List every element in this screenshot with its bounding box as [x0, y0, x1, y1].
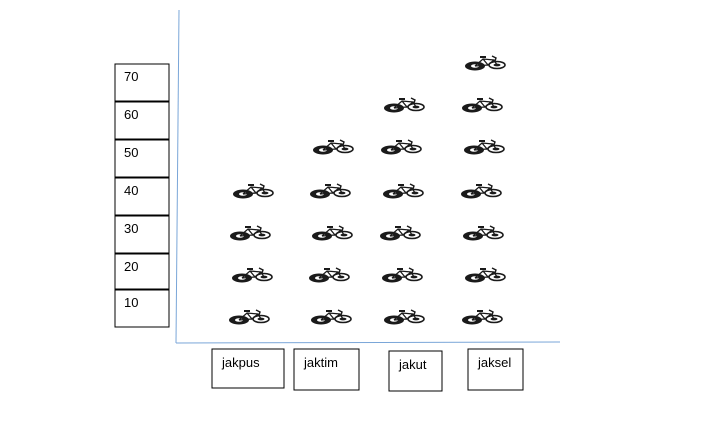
scale-label: 20	[124, 259, 138, 274]
scale-box: 30	[114, 215, 170, 254]
scale-label: 50	[124, 145, 138, 160]
bicycle-icon	[382, 267, 423, 283]
y-axis	[175, 9, 180, 344]
bicycle-icon	[463, 225, 504, 241]
bicycle-icon	[310, 183, 351, 199]
scale-label: 30	[124, 221, 138, 236]
scale-column: 70 60 50 40 30 20 10	[114, 63, 170, 328]
scale-label: 40	[124, 183, 138, 198]
scale-box: 70	[114, 63, 170, 102]
bicycle-icon	[230, 225, 271, 241]
pictograph-icons	[229, 55, 506, 325]
bicycle-icon	[311, 309, 352, 325]
bicycle-icon	[465, 267, 506, 283]
category-label: jaksel	[477, 355, 511, 370]
bicycle-icon	[313, 139, 354, 155]
scale-label: 60	[124, 107, 138, 122]
category-labels: jakpus jaktim jakut jaksel	[211, 348, 524, 392]
bicycle-icon	[462, 309, 503, 325]
chart-axes	[175, 9, 561, 344]
scale-box: 40	[114, 177, 170, 216]
scale-box: 10	[114, 289, 170, 328]
bicycle-icon	[232, 267, 273, 283]
bicycle-icon	[233, 183, 274, 199]
category-box-jakut: jakut	[388, 350, 443, 392]
x-axis	[175, 341, 561, 344]
bicycle-icon	[462, 97, 503, 113]
category-label: jakut	[398, 357, 427, 372]
scale-box: 60	[114, 101, 170, 140]
scale-box: 20	[114, 253, 170, 290]
category-box-jaktim: jaktim	[293, 348, 360, 391]
category-label: jaktim	[303, 355, 338, 370]
bicycle-icon	[461, 183, 502, 199]
scale-label: 10	[124, 295, 138, 310]
bicycle-icon	[384, 97, 425, 113]
scale-box: 50	[114, 139, 170, 178]
category-box-jaksel: jaksel	[467, 348, 524, 391]
bicycle-icon	[465, 55, 506, 71]
bicycle-icon	[309, 267, 350, 283]
category-label: jakpus	[221, 355, 260, 370]
bicycle-icon	[381, 139, 422, 155]
bicycle-icon	[229, 309, 270, 325]
bicycle-icon	[464, 139, 505, 155]
category-box-jakpus: jakpus	[211, 348, 285, 389]
bicycle-icon	[383, 183, 424, 199]
bicycle-icon	[312, 225, 353, 241]
bicycle-icon	[380, 225, 421, 241]
bicycle-icon	[384, 309, 425, 325]
scale-label: 70	[124, 69, 138, 84]
